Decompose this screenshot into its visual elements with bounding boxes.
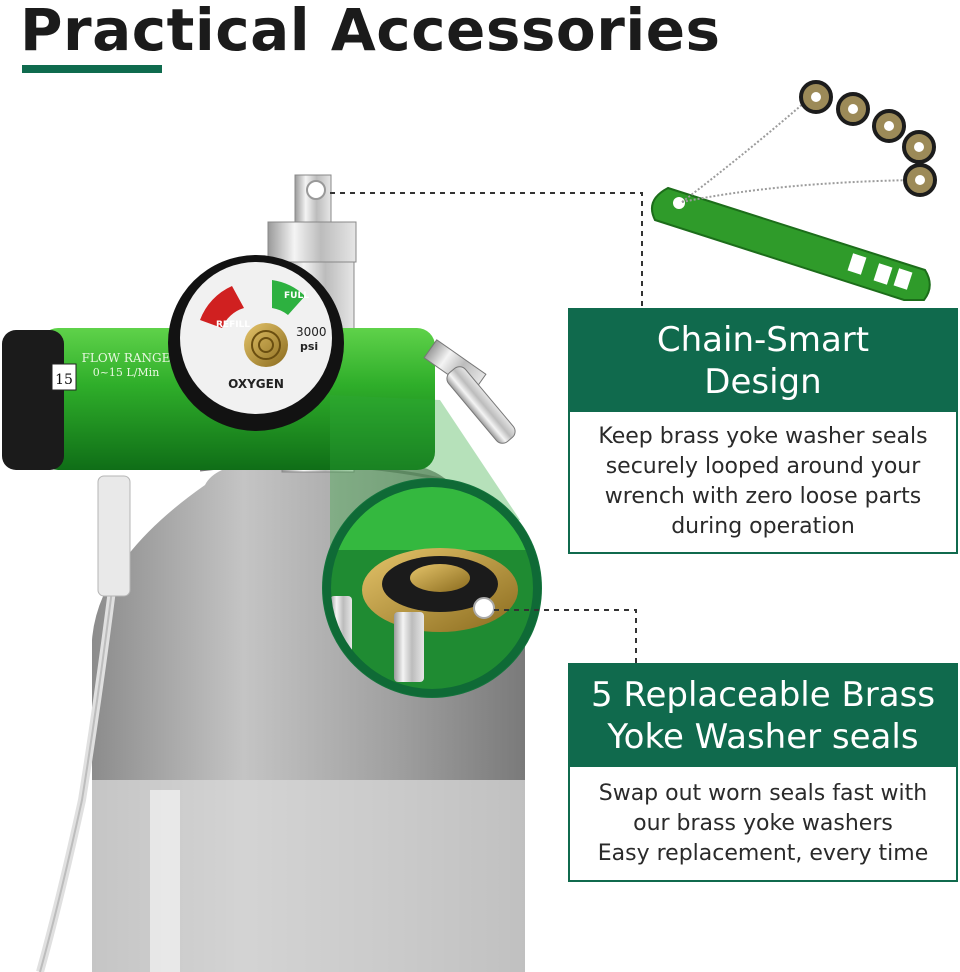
feature-description: Keep brass yoke washer seals securely lo…: [570, 412, 956, 552]
feature-text-line: our brass yoke washers: [633, 810, 893, 836]
feature-heading: Chain-Smart Design: [570, 310, 956, 412]
flow-dial-number: 15: [55, 372, 73, 388]
t-handle: [423, 339, 516, 444]
flow-range-value: 0~15 L/Min: [93, 366, 160, 379]
pressure-gauge: REFILL FULL 3000 psi OXYGEN: [168, 255, 344, 431]
cylinder-wrench: [651, 186, 931, 301]
feature-heading-line: Yoke Washer seals: [607, 717, 919, 757]
gauge-unit: psi: [300, 340, 318, 353]
feature-heading-line: Chain-Smart: [656, 319, 870, 360]
feature-text-line: Keep brass yoke washer seals: [598, 424, 928, 449]
leader-line-chain: [330, 192, 643, 310]
brass-washer-seals: [799, 80, 937, 197]
title-underline: [22, 65, 162, 73]
gauge-full-label: FULL: [284, 291, 309, 301]
gauge-max-value: 3000: [296, 325, 327, 339]
feature-text-line: during operation: [671, 514, 855, 539]
feature-text-line: Easy replacement, every time: [597, 840, 929, 866]
page-title: Practical Accessories: [20, 0, 721, 64]
zoom-detail-view: [322, 478, 542, 698]
leader-line-washer: [494, 609, 637, 665]
feature-heading-line: Design: [704, 362, 822, 402]
gauge-gas-label: OXYGEN: [228, 377, 284, 391]
feature-heading-line: 5 Replaceable Brass: [590, 674, 936, 715]
oxygen-tubing: [36, 475, 131, 972]
feature-card-chain-smart: Chain-Smart Design Keep brass yoke washe…: [568, 308, 958, 554]
feature-text-line: securely looped around your: [605, 454, 921, 479]
feature-description: Swap out worn seals fast with our brass …: [570, 767, 956, 880]
bead-chain: [681, 95, 919, 203]
gauge-refill-label: REFILL: [216, 320, 250, 330]
feature-text-line: wrench with zero loose parts: [604, 484, 922, 509]
flow-range-label: FLOW RANGE: [82, 351, 171, 365]
feature-text-line: Swap out worn seals fast with: [598, 780, 928, 806]
feature-heading: 5 Replaceable Brass Yoke Washer seals: [570, 665, 956, 767]
feature-card-washer-seals: 5 Replaceable Brass Yoke Washer seals Sw…: [568, 663, 958, 882]
